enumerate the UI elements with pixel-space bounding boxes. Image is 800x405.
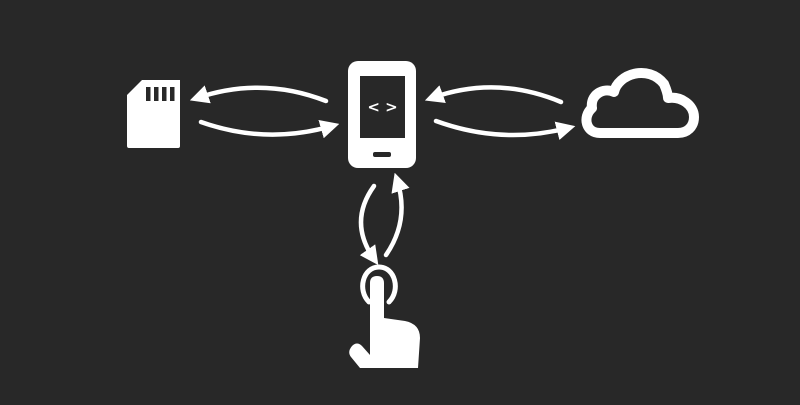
code-glyph: < > — [367, 98, 397, 116]
cloud-icon — [581, 68, 699, 138]
smartphone-icon: < > — [348, 61, 416, 168]
hand-tap-icon — [349, 264, 420, 368]
arrow-phone-to-touch — [358, 183, 379, 266]
arrow-phone-to-sd — [189, 85, 329, 104]
arrow-phone-to-cloud — [433, 118, 576, 140]
arrows — [189, 85, 576, 266]
sd-card-icon — [127, 80, 180, 148]
arrow-sd-to-phone — [198, 119, 340, 139]
arrow-touch-to-phone — [383, 172, 410, 258]
arrow-cloud-to-phone — [424, 85, 564, 105]
